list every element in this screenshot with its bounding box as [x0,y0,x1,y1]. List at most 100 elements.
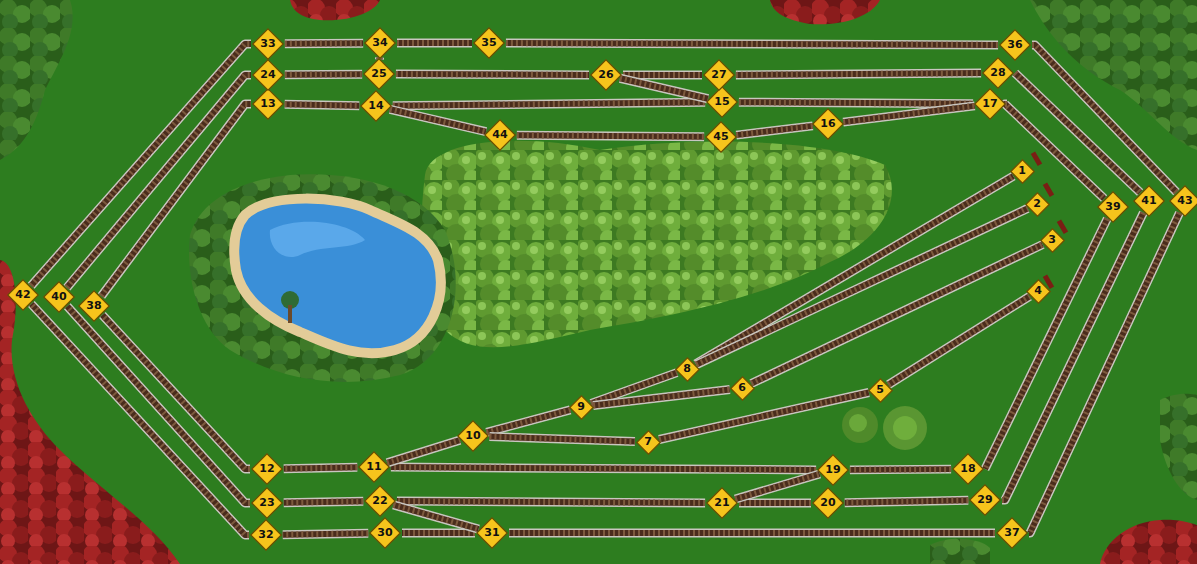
track-bed [736,126,812,135]
rail-track [696,208,1027,364]
rail [285,39,363,49]
track-bed [396,71,589,78]
track-marker: 14 [360,90,392,122]
track-marker: 28 [982,57,1014,89]
rail [487,410,571,432]
diamond-outline [813,109,843,139]
rail [285,104,360,105]
diamond-outline [636,430,659,453]
rail [390,109,486,131]
marker-number: 24 [260,69,275,81]
track-bed [67,306,250,503]
track-bed [393,505,478,529]
track-marker: 39 [1097,191,1129,223]
rail-track [620,78,708,99]
marker-number: 11 [366,461,381,473]
sleepers [736,126,812,135]
diamond-outline [1170,186,1197,216]
rail-track [517,135,704,137]
track-marker: 44 [484,119,516,151]
track-bed [101,104,251,296]
diamond-outline [591,60,621,90]
diamond-outline [970,485,1000,515]
rail [593,389,730,405]
sleepers [735,474,819,499]
rail [620,78,708,99]
rail-track [739,102,973,104]
track-bed [593,389,730,405]
track-marker: 30 [369,517,401,549]
marker-number: 26 [598,69,613,81]
track-marker: 29 [969,484,1001,516]
sleepers [67,75,251,288]
diamond-outline [997,518,1027,548]
rail-track [283,533,369,534]
sleepers [739,500,811,506]
track-marker: 3 [1040,228,1065,253]
bush [849,414,867,432]
sleepers [659,393,869,440]
track-marker: 37 [996,517,1028,549]
marker-number: 28 [990,67,1005,79]
track-marker: 40 [43,281,75,313]
sleepers [285,71,362,78]
rail [284,467,358,468]
marker-number: 32 [258,529,273,541]
diamond-outline [730,376,753,399]
marker-number: 16 [820,118,835,130]
track-marker: 38 [78,290,110,322]
marker-number: 42 [15,289,30,301]
rail [739,102,973,104]
rail-track [397,501,705,503]
marker-number: 8 [683,363,691,375]
rail [696,208,1027,364]
diamond-outline [707,488,737,518]
diamond-outline [1010,159,1033,182]
marker-number: 19 [825,464,840,476]
marker-number: 37 [1004,527,1019,539]
marker-number: 3 [1048,234,1056,246]
rail [285,70,362,80]
track-marker: 17 [974,88,1006,120]
rail-track [396,74,589,76]
diamond-outline [1040,228,1063,251]
tree-cluster [1160,394,1197,500]
sleepers [850,466,951,473]
sleepers [285,104,360,105]
diamond-outline [359,452,389,482]
sleepers [393,505,478,529]
sleepers [67,306,250,503]
sleepers [985,219,1107,469]
diamond-outline [706,122,736,152]
sleepers [889,296,1030,384]
rail-track [1005,104,1104,198]
rail [889,296,1030,384]
track-bed [285,40,363,47]
track-bed [397,40,472,46]
sleepers [506,43,998,45]
rail-track [1029,213,1179,533]
buffer-stop [1043,182,1054,197]
lake-trees [189,174,456,382]
track-marker: 35 [473,27,505,59]
track-bed [489,437,634,442]
diamond-outline [569,395,592,418]
track-marker: 4 [1026,279,1051,304]
rail-track [739,503,811,504]
track-bed [67,75,251,288]
track-bed [736,73,981,75]
marker-number: 5 [876,384,884,396]
diamond-outline [975,89,1005,119]
diamond-outline [253,29,283,59]
rail [850,465,951,475]
sleepers [102,315,250,469]
rail-track [735,474,819,499]
marker-number: 29 [977,494,992,506]
marker-number: 41 [1141,195,1156,207]
marker-number: 12 [259,463,274,475]
diamond-outline [361,91,391,121]
track-bed [1032,45,1176,192]
rail [506,43,998,45]
track-marker: 13 [252,88,284,120]
